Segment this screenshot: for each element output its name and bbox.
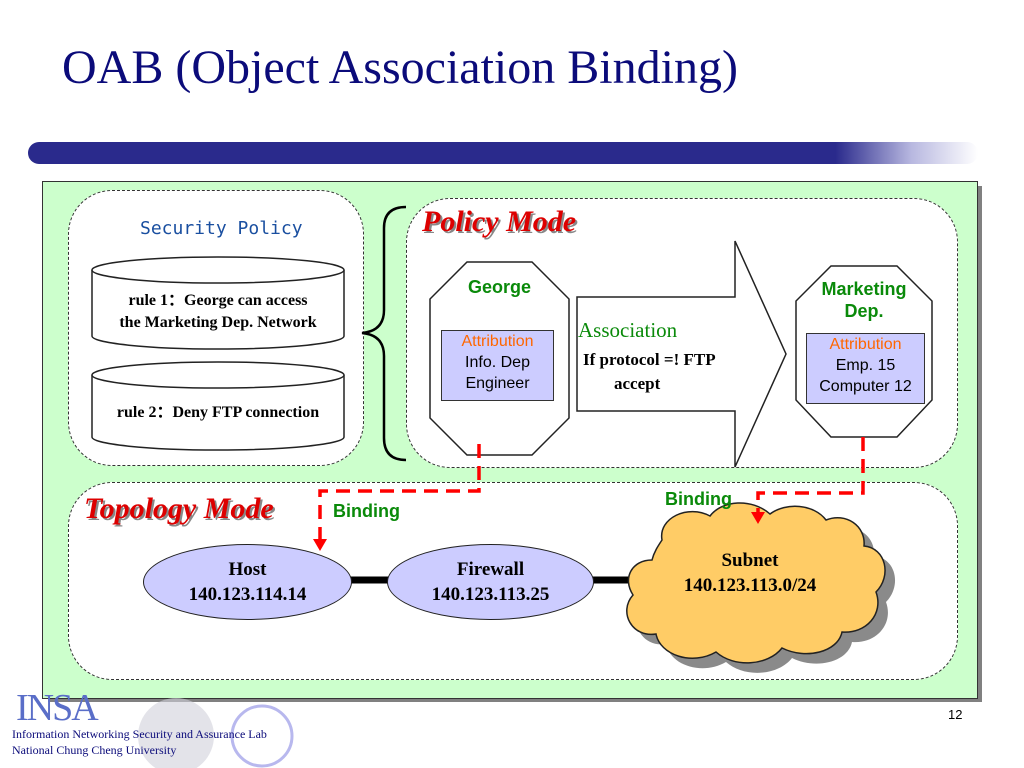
rule-1-line-2: the Marketing Dep. Network — [119, 314, 317, 331]
firewall-node: Firewall 140.123.113.25 — [387, 544, 594, 620]
firewall-name: Firewall — [456, 559, 525, 580]
subnet-node-text: Subnet 140.123.113.0/24 — [652, 548, 848, 598]
footer-circle-left — [138, 698, 214, 768]
page-number: 12 — [948, 707, 963, 722]
rule-1-text: rule 1：George can access the Marketing D… — [92, 290, 344, 334]
object-attr-line-2: Computer 12 — [819, 378, 912, 395]
curly-brace — [361, 205, 407, 462]
binding-line-right — [756, 437, 865, 513]
subject-attr-line-1: Info. Dep — [465, 354, 530, 371]
rule-1-line-1: rule 1：George can access — [128, 292, 308, 309]
slide-title: OAB (Object Association Binding) — [62, 41, 738, 94]
host-name: Host — [228, 559, 267, 580]
policy-mode-label: Policy Mode — [422, 205, 577, 238]
object-name: Marketing Dep. — [796, 278, 932, 322]
association-rule-line-2: accept — [614, 374, 661, 393]
object-name-line-1: Marketing — [821, 279, 907, 299]
security-policy-title: Security Policy — [140, 218, 303, 239]
subject-attribution-box: Attribution Info. Dep Engineer — [441, 330, 554, 401]
binding-arrowhead-left — [313, 539, 327, 551]
firewall-ip: 140.123.113.25 — [431, 584, 550, 605]
rule-2-text: rule 2：Deny FTP connection — [92, 402, 344, 424]
rule-2-cylinder — [91, 361, 345, 451]
association-arrow — [576, 240, 787, 468]
subnet-ip: 140.123.113.0/24 — [683, 575, 817, 596]
subject-attr-line-2: Engineer — [465, 375, 530, 392]
object-attribution-label: Attribution — [829, 336, 902, 353]
subnet-name: Subnet — [721, 550, 779, 571]
title-underline-bar — [28, 142, 978, 164]
insa-logo: INSA — [16, 687, 99, 729]
topology-mode-label: Topology Mode — [84, 492, 274, 525]
footer-circle-right — [230, 704, 294, 768]
host-node: Host 140.123.114.14 — [143, 544, 352, 620]
subject-name: George — [467, 277, 532, 297]
binding-arrowhead-right — [751, 512, 765, 524]
binding-line-left — [318, 444, 481, 540]
footer-line-2: National Chung Cheng University — [12, 743, 177, 757]
binding-label-right: Binding — [665, 489, 732, 509]
object-attribution-box: Attribution Emp. 15 Computer 12 — [806, 333, 925, 404]
association-label: Association — [578, 318, 678, 342]
association-rule-line-1: If protocol =! FTP — [583, 350, 716, 369]
binding-label-left: Binding — [333, 501, 400, 521]
footer-line-1: Information Networking Security and Assu… — [12, 727, 267, 741]
object-name-line-2: Dep. — [844, 301, 884, 321]
footer-text: Information Networking Security and Assu… — [12, 726, 267, 758]
object-attr-line-1: Emp. 15 — [835, 357, 896, 374]
subnet-cloud — [626, 502, 886, 664]
rule-2-line-1: rule 2：Deny FTP connection — [116, 404, 320, 421]
rule-1-cylinder — [91, 256, 345, 350]
host-ip: 140.123.114.14 — [188, 584, 307, 605]
subject-attribution-label: Attribution — [461, 333, 534, 350]
association-rule: If protocol =! FTP accept — [583, 348, 716, 396]
